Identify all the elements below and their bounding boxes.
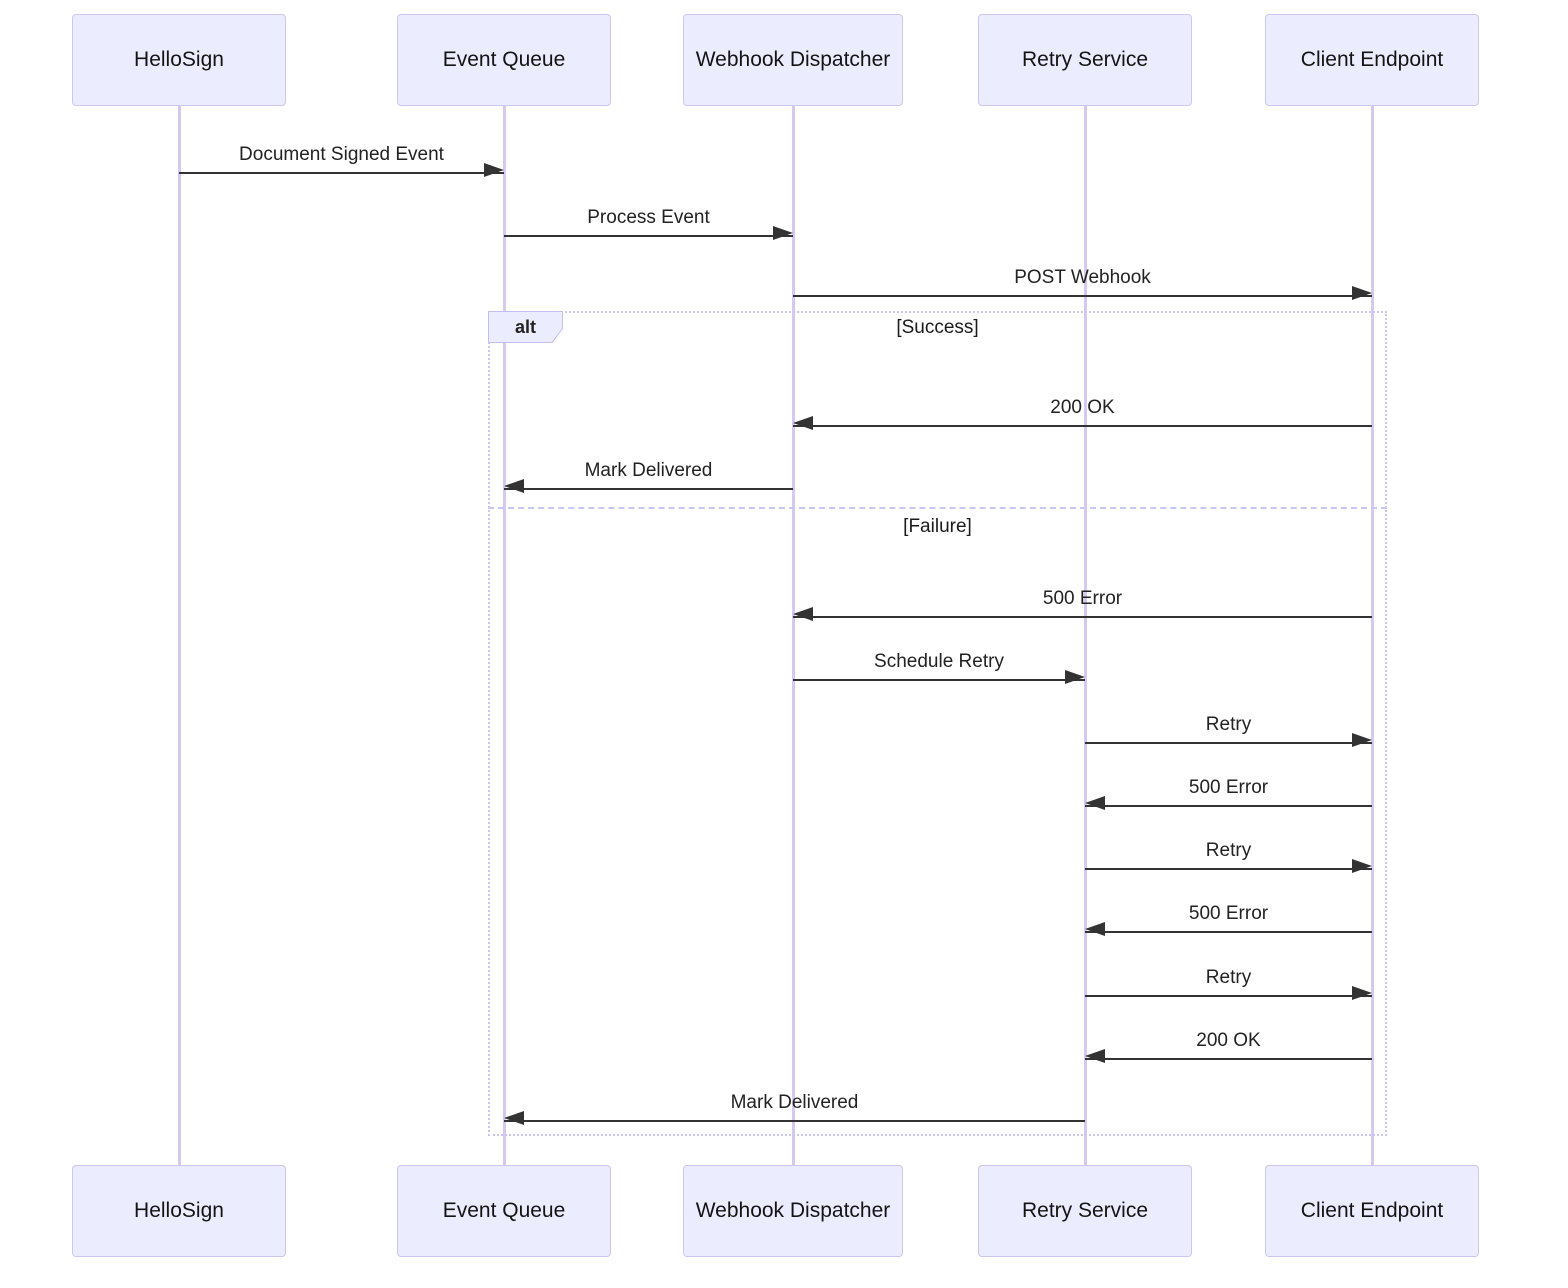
message-200-ok-retry: 200 OK (1085, 1028, 1372, 1063)
alt-success-condition: [Success] (896, 317, 979, 338)
arrowhead-right-icon (1352, 733, 1372, 747)
actor-client-endpoint-bottom: Client Endpoint (1265, 1165, 1479, 1257)
alt-failure-condition: [Failure] (903, 516, 972, 537)
alt-frame-label: alt (488, 311, 563, 343)
lifeline-webhook-dispatcher (792, 106, 795, 1165)
message-line (793, 425, 1372, 427)
message-label: 200 OK (1196, 1030, 1261, 1051)
arrowhead-right-icon (773, 226, 793, 240)
arrowhead-right-icon (1352, 286, 1372, 300)
message-label: 500 Error (1188, 777, 1269, 798)
actor-event-queue-top: Event Queue (397, 14, 611, 106)
message-label: Document Signed Event (239, 144, 444, 165)
message-retry-1: Retry (1085, 712, 1372, 747)
message-line (504, 488, 793, 490)
message-label: Schedule Retry (874, 651, 1004, 672)
message-line (793, 679, 1085, 681)
message-process-event: Process Event (504, 205, 793, 240)
actor-webhook-dispatcher-top: Webhook Dispatcher (683, 14, 903, 106)
arrowhead-right-icon (1352, 986, 1372, 1000)
message-label: 500 Error (1042, 588, 1123, 609)
actor-webhook-dispatcher-bottom: Webhook Dispatcher (683, 1165, 903, 1257)
actor-hellosign-bottom: HelloSign (72, 1165, 286, 1257)
arrowhead-left-icon (1085, 1049, 1105, 1063)
message-label: POST Webhook (1014, 267, 1151, 288)
arrowhead-right-icon (1065, 670, 1085, 684)
message-retry-3: Retry (1085, 965, 1372, 1000)
arrowhead-right-icon (484, 163, 504, 177)
lifeline-event-queue (503, 106, 506, 1165)
message-line (1085, 805, 1372, 807)
message-line (1085, 995, 1372, 997)
arrowhead-left-icon (504, 479, 524, 493)
message-500-error-3: 500 Error (1085, 901, 1372, 936)
message-500-error-1: 500 Error (793, 586, 1372, 621)
actor-hellosign-top: HelloSign (72, 14, 286, 106)
message-line (1085, 742, 1372, 744)
lifeline-hellosign (178, 106, 181, 1165)
message-line (793, 616, 1372, 618)
arrowhead-left-icon (793, 416, 813, 430)
arrowhead-left-icon (1085, 922, 1105, 936)
alt-frame (488, 311, 1387, 1136)
actor-client-endpoint-top: Client Endpoint (1265, 14, 1479, 106)
message-label: Retry (1205, 967, 1252, 988)
message-label: Retry (1205, 840, 1252, 861)
message-line (1085, 1058, 1372, 1060)
message-line (504, 235, 793, 237)
message-label: Mark Delivered (730, 1092, 859, 1113)
message-mark-delivered-success: Mark Delivered (504, 458, 793, 493)
message-schedule-retry: Schedule Retry (793, 649, 1085, 684)
message-line (504, 1120, 1085, 1122)
arrowhead-right-icon (1352, 859, 1372, 873)
arrowhead-left-icon (1085, 796, 1105, 810)
message-line (1085, 868, 1372, 870)
message-line (1085, 931, 1372, 933)
actor-retry-service-bottom: Retry Service (978, 1165, 1192, 1257)
actor-retry-service-top: Retry Service (978, 14, 1192, 106)
alt-frame-label-text: alt (489, 312, 562, 342)
message-label: Mark Delivered (584, 460, 713, 481)
arrowhead-left-icon (504, 1111, 524, 1125)
message-label: Process Event (587, 207, 710, 228)
message-document-signed-event: Document Signed Event (179, 142, 504, 177)
actor-event-queue-bottom: Event Queue (397, 1165, 611, 1257)
arrowhead-left-icon (793, 607, 813, 621)
message-line (179, 172, 504, 174)
message-label: Retry (1205, 714, 1252, 735)
lifeline-retry-service (1084, 106, 1087, 1165)
message-500-error-2: 500 Error (1085, 775, 1372, 810)
message-retry-2: Retry (1085, 838, 1372, 873)
message-line (793, 295, 1372, 297)
alt-branch-divider (488, 507, 1387, 509)
message-label: 200 OK (1050, 397, 1115, 418)
message-label: 500 Error (1188, 903, 1269, 924)
message-mark-delivered-failure: Mark Delivered (504, 1090, 1085, 1125)
message-200-ok-success: 200 OK (793, 395, 1372, 430)
lifeline-client-endpoint (1371, 106, 1374, 1165)
message-post-webhook: POST Webhook (793, 265, 1372, 300)
